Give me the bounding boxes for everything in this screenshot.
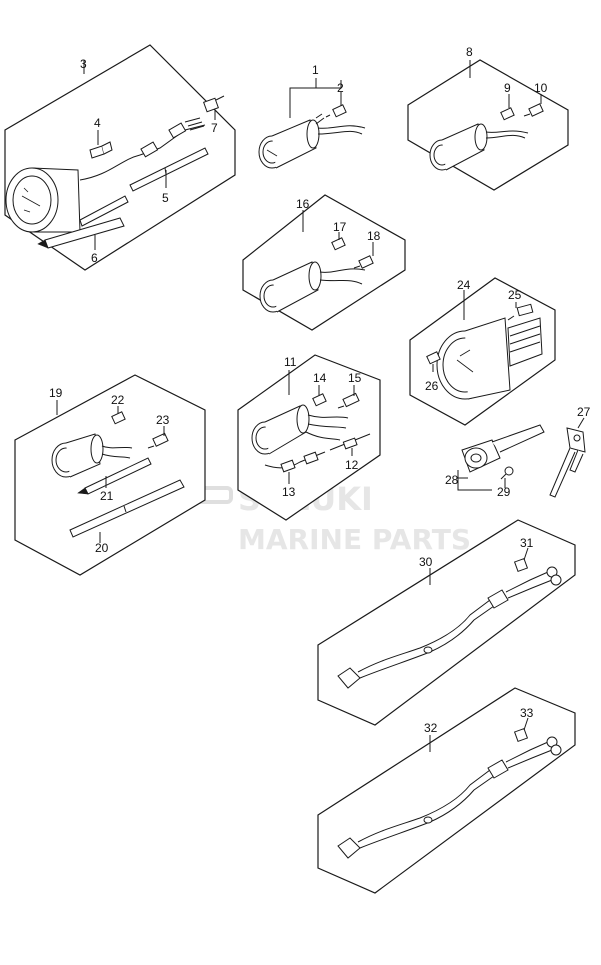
callout-5: 5 <box>162 191 169 205</box>
screw-29[interactable] <box>500 466 514 480</box>
callout-23: 23 <box>156 413 170 427</box>
callout-1: 1 <box>312 63 319 77</box>
group-1: 1 2 <box>258 63 366 169</box>
meter-11[interactable] <box>251 404 310 455</box>
bulb-17[interactable] <box>331 237 346 251</box>
callout-4: 4 <box>94 116 101 130</box>
group-3: 3 4 5 6 7 <box>4 44 236 271</box>
group-3-frame <box>4 44 236 271</box>
callout-10: 10 <box>534 81 548 95</box>
bracket-27[interactable] <box>549 427 586 498</box>
callout-7: 7 <box>211 121 218 135</box>
bulb-10[interactable] <box>523 103 544 117</box>
group-24: 24 25 26 <box>409 277 556 426</box>
callout-17: 17 <box>333 220 347 234</box>
harness-13[interactable] <box>264 451 326 473</box>
meter-1[interactable] <box>258 119 320 169</box>
callout-26: 26 <box>425 379 439 393</box>
rod-20[interactable] <box>69 479 185 538</box>
group-16: 16 17 18 <box>242 194 406 331</box>
callout-11: 11 <box>284 355 297 369</box>
group-8-frame <box>407 59 569 191</box>
callout-12: 12 <box>345 458 359 472</box>
callout-20: 20 <box>95 541 109 555</box>
tie-strap-6[interactable] <box>37 217 125 249</box>
mount-bracket-28[interactable] <box>461 424 545 473</box>
harness-30[interactable] <box>337 566 562 689</box>
callout-33: 33 <box>520 706 534 720</box>
group-32: 32 33 <box>317 687 576 894</box>
bulb-14[interactable] <box>312 393 327 407</box>
callout-27: 27 <box>577 405 591 419</box>
bulb-25[interactable] <box>507 303 534 321</box>
callout-21: 21 <box>100 489 114 503</box>
callout-14: 14 <box>313 371 327 385</box>
group-11: 11 12 13 14 15 <box>237 354 381 521</box>
callout-13: 13 <box>282 485 296 499</box>
gauge-24[interactable] <box>436 317 511 400</box>
callout-19: 19 <box>49 386 63 400</box>
watermark-line2: MARINE PARTS <box>238 523 471 556</box>
bulb-23[interactable] <box>147 432 169 449</box>
callout-30: 30 <box>419 555 433 569</box>
callout-18: 18 <box>367 229 381 243</box>
meter-16[interactable] <box>259 261 322 313</box>
bulb-2[interactable] <box>325 104 347 118</box>
group-30-frame <box>317 519 576 726</box>
callout-2: 2 <box>337 81 344 95</box>
callout-15: 15 <box>348 371 362 385</box>
terminal-33[interactable] <box>513 727 529 743</box>
bulb-4[interactable] <box>89 141 113 159</box>
meter-8[interactable] <box>429 123 488 171</box>
callout-22: 22 <box>111 393 125 407</box>
group-11-frame <box>237 354 381 521</box>
harness-32[interactable] <box>337 736 562 859</box>
callout-6: 6 <box>91 251 98 265</box>
wire-12[interactable] <box>329 433 371 451</box>
bulb-15[interactable] <box>337 392 360 409</box>
tie-strap-21[interactable] <box>77 457 152 495</box>
connector-7[interactable] <box>203 95 225 113</box>
callout-9: 9 <box>504 81 511 95</box>
group-19-frame <box>14 374 206 576</box>
group-30: 30 31 <box>317 519 576 726</box>
callout-3: 3 <box>80 57 87 71</box>
callout-25: 25 <box>508 288 522 302</box>
tachometer-gauge[interactable] <box>5 167 81 233</box>
group-32-frame <box>317 687 576 894</box>
callout-31: 31 <box>520 536 534 550</box>
group-27-29: 27 28 29 <box>445 405 591 499</box>
callout-24: 24 <box>457 278 471 292</box>
meter-19[interactable] <box>51 433 104 478</box>
group-8: 8 9 10 <box>407 45 569 191</box>
bulb-18[interactable] <box>353 255 374 269</box>
terminal-31[interactable] <box>513 557 529 573</box>
callout-8: 8 <box>466 45 473 59</box>
callout-28: 28 <box>445 473 459 487</box>
callout-29: 29 <box>497 485 511 499</box>
bulb-26[interactable] <box>426 351 441 365</box>
callout-16: 16 <box>296 197 310 211</box>
bulb-22[interactable] <box>111 411 126 425</box>
bulb-9[interactable] <box>500 107 515 121</box>
callout-32: 32 <box>424 721 438 735</box>
group-19: 19 20 21 22 23 <box>14 374 206 576</box>
